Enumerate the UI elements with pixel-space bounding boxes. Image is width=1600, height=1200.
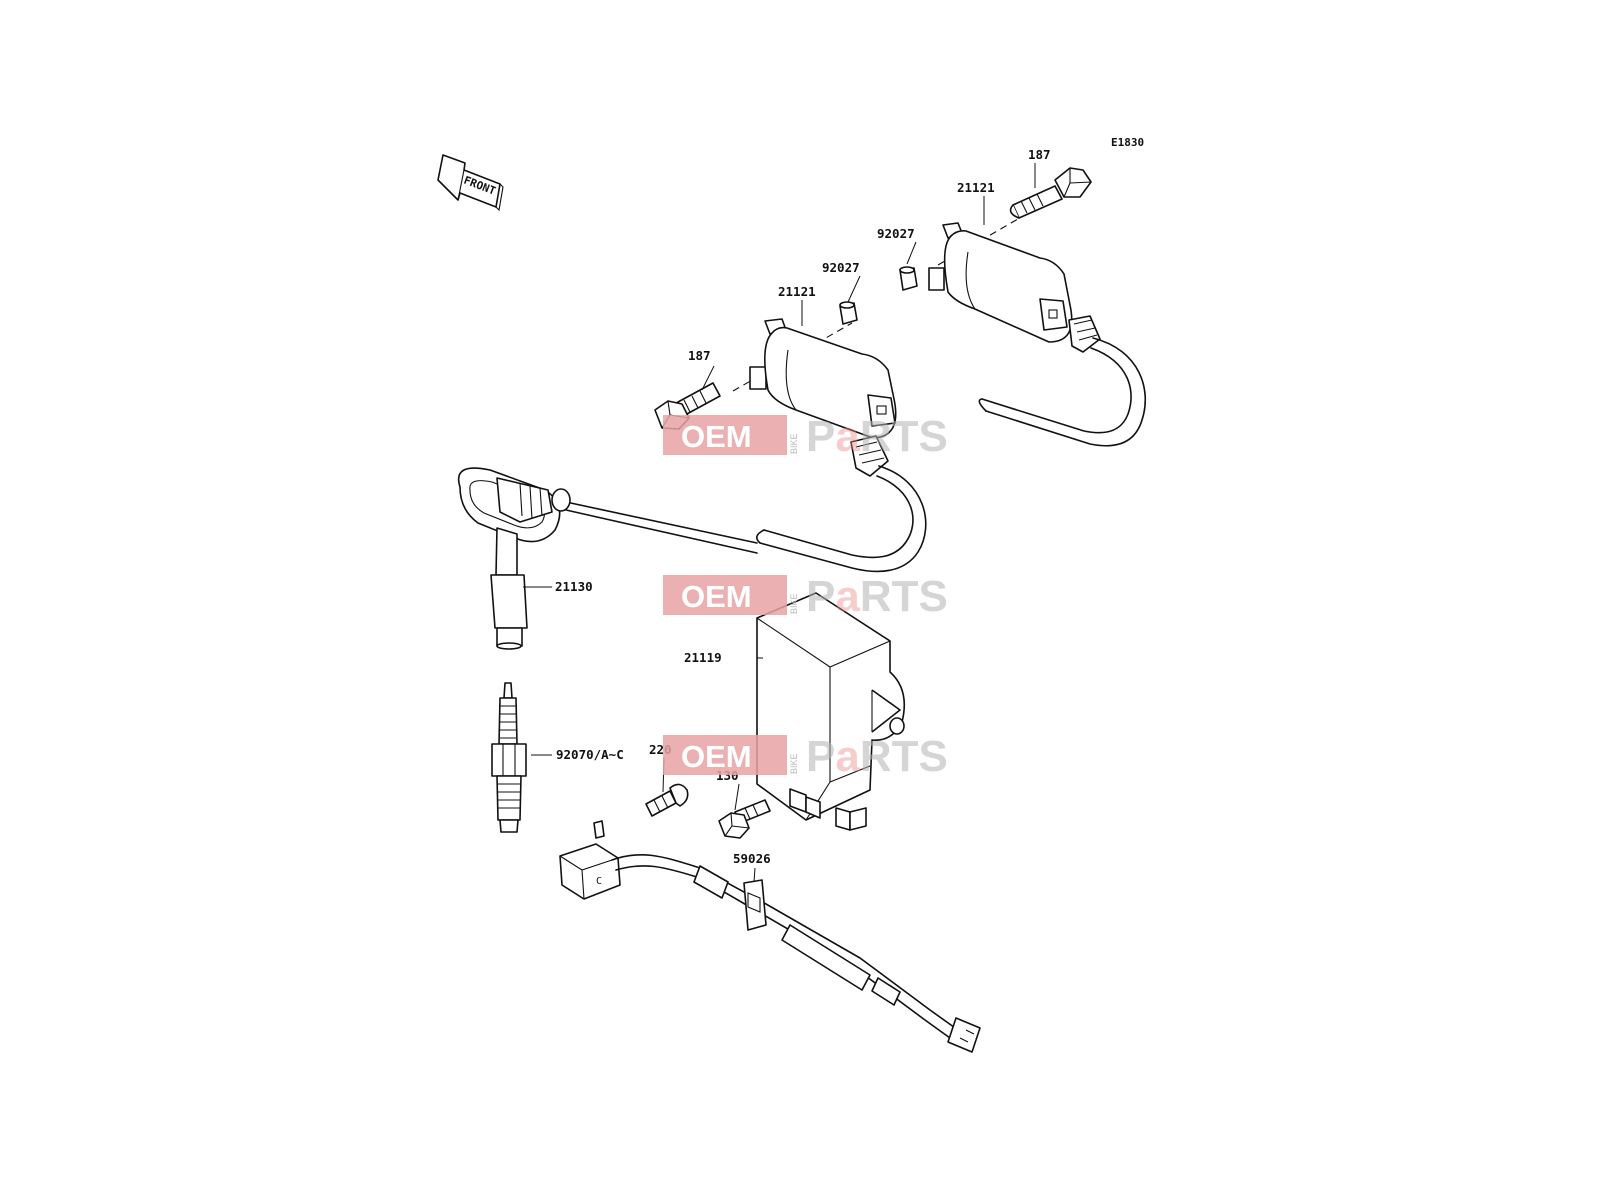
connector-mark: C (596, 876, 602, 887)
callout-bolt-lower: 187 (688, 348, 711, 363)
bolt-130 (718, 799, 771, 839)
igniter-21119 (756, 592, 906, 831)
watermark-parts-a: a (835, 412, 860, 461)
callout-collar-upper: 92027 (877, 226, 915, 241)
lower-ignition-coil (732, 318, 927, 573)
watermark-bike: BIKE (789, 753, 799, 774)
plug-cap-21130 (457, 467, 758, 650)
svg-text:PaRTS: PaRTS (806, 572, 948, 621)
callout-coil-upper: 21121 (957, 180, 995, 195)
callout-labels: 187 21121 92027 92027 21121 187 21130 21… (555, 147, 1051, 866)
sensor-harness: C (559, 820, 981, 1053)
upper-bolt-187 (1009, 167, 1092, 219)
spark-plug-92070 (491, 682, 527, 833)
watermark-parts-p: P (806, 412, 835, 461)
watermark-bike: BIKE (789, 433, 799, 454)
watermark-3: OEM BIKE PaRTS (663, 732, 948, 781)
callout-spark-plug: 92070/A~C (556, 747, 624, 762)
callout-bolt-upper: 187 (1028, 147, 1051, 162)
watermark-parts-p: P (806, 732, 835, 781)
upper-collar-92027 (899, 266, 918, 291)
front-arrow-icon: FRONT (437, 154, 504, 212)
watermark-parts-rts: RTS (860, 572, 948, 621)
screw-220 (645, 783, 689, 817)
watermark-parts-rts: RTS (860, 412, 948, 461)
watermark-parts-p: P (806, 572, 835, 621)
callout-coil-lower: 21121 (778, 284, 816, 299)
lower-collar-92027 (839, 301, 858, 325)
watermark-oem: OEM (681, 739, 752, 774)
watermark-parts-a: a (835, 572, 860, 621)
svg-text:PaRTS: PaRTS (806, 732, 948, 781)
watermark-red-box (663, 415, 787, 455)
watermark-oem: OEM (681, 579, 752, 614)
upper-ignition-coil (928, 218, 1146, 447)
callout-plug-cap: 21130 (555, 579, 593, 594)
watermark-oem: OEM (681, 419, 752, 454)
callout-igniter: 21119 (684, 650, 722, 665)
watermark-bike: BIKE (789, 593, 799, 614)
callout-clamp: 59026 (733, 851, 771, 866)
svg-text:PaRTS: PaRTS (806, 412, 948, 461)
watermark-1: OEM BIKE PaRTS (663, 412, 948, 461)
watermark-parts-rts: RTS (860, 732, 948, 781)
watermark-red-box (663, 575, 787, 615)
diagram-code: E1830 (1111, 136, 1144, 149)
callout-collar-lower: 92027 (822, 260, 860, 275)
watermark-red-box (663, 735, 787, 775)
watermark-2: OEM BIKE PaRTS (663, 572, 948, 621)
watermark-parts-a: a (835, 732, 860, 781)
